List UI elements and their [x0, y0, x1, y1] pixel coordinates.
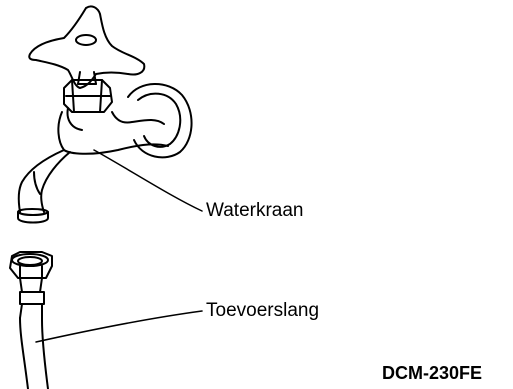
spout-outlet [17, 208, 49, 224]
hose-coupling-nut [9, 251, 53, 279]
label-supply-hose: Toevoerslang [206, 300, 320, 321]
tap-body [57, 107, 169, 155]
leader-line-tap [93, 149, 203, 212]
leader-line-hose [35, 310, 203, 343]
tap-spout [17, 149, 71, 213]
water-tap-drawing [17, 5, 193, 224]
wall-flange [127, 83, 193, 159]
hose-tube [19, 317, 49, 389]
tap-handle [28, 5, 146, 89]
label-water-tap: Waterkraan [206, 200, 304, 221]
gland-nut [63, 79, 113, 113]
tap-spindle [77, 71, 97, 85]
supply-hose-drawing [9, 251, 53, 389]
hose-connector [19, 277, 45, 321]
model-number: DCM-230FE [382, 363, 483, 383]
